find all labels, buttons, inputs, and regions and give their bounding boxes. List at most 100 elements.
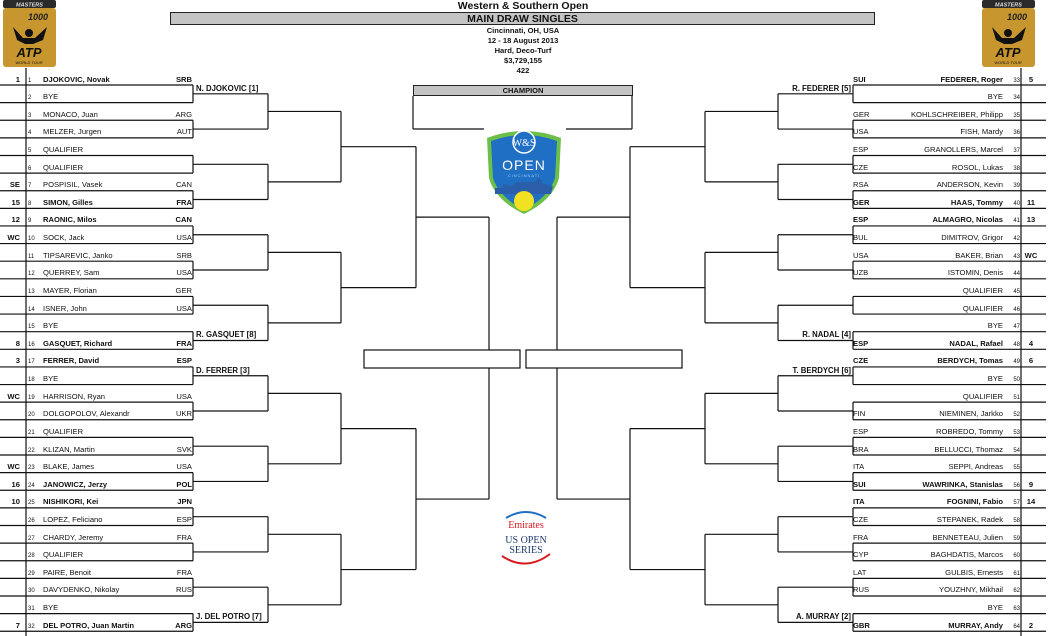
player-name: DIMITROV, Grigor [941,233,1003,243]
draw-number: 44 [1013,271,1020,278]
player-name: NADAL, Rafael [949,338,1003,348]
round2-winner: T. BERDYCH [6] [792,365,851,375]
player-name: ISNER, John [43,303,87,313]
player-name: QUALIFIER [43,550,84,560]
player-country: RSA [853,180,869,190]
player-country: CAN [175,215,192,225]
player-name: QUALIFIER [43,144,84,154]
player-name: BYE [43,92,59,102]
prize-money: $3,729,155 [503,56,542,65]
draw-number: 36 [1013,130,1020,137]
player-name: QUALIFIER [962,303,1003,313]
player-name: BYE [987,374,1003,384]
svg-text:1000: 1000 [28,12,48,22]
player-name: KOHLSCHREIBER, Philipp [910,109,1003,119]
atp-masters-logo-left: MASTERS 1000 ATP WORLD TOUR [3,0,56,67]
player-name: HAAS, Tommy [950,197,1003,207]
draw-number: 33 [1013,77,1020,84]
player-name: SEPPI, Andreas [948,462,1003,472]
player-name: STEPANEK, Radek [936,515,1003,524]
player-name: QUALIFIER [43,162,84,172]
draw-number: 1 [28,77,32,84]
draw-number: 7 [28,183,32,190]
player-country: ARG [175,109,192,119]
player-name: BYE [43,603,59,613]
player-country: BUL [853,233,868,243]
draw-number: 51 [1013,394,1020,401]
player-name: RAONIC, Milos [43,215,97,225]
player-country: SRB [175,74,192,84]
player-name: DAVYDENKO, Nikolay [43,585,120,595]
draw-number: 4 [28,130,32,137]
seed: 6 [1028,356,1034,366]
seed: 2 [1028,620,1034,630]
round2-winner: R. NADAL [4] [802,330,851,340]
player-name: DJOKOVIC, Novak [43,74,110,84]
player-country: RUS [175,585,192,595]
svg-text:OPEN: OPEN [502,157,546,173]
draw-number: 28 [28,553,35,560]
draw-number: 37 [1013,147,1020,154]
tournament-code: 422 [516,66,530,75]
seed: 10 [11,497,20,507]
player-country: FRA [853,532,869,542]
draw-number: 61 [1013,570,1020,577]
draw-number: 12 [28,271,35,278]
draw-number: 24 [28,482,35,489]
player-name: QUALIFIER [962,391,1003,401]
player-name: MELZER, Jurgen [43,127,102,137]
player-country: AUT [176,127,192,137]
draw-number: 6 [28,165,32,172]
player-country: LAT [853,567,867,577]
draw-number: 19 [28,394,35,401]
finalist-box [363,349,521,369]
seed: 12 [11,215,20,225]
player-country: GER [853,109,870,119]
player-country: FRA [176,338,192,348]
player-country: USA [176,233,192,243]
seed: 1 [15,74,20,84]
draw-number: 40 [1013,200,1020,207]
draw-number: 48 [1013,341,1020,348]
seed: 7 [15,620,20,630]
player-name: HARRISON, Ryan [43,391,106,401]
player-name: SOCK, Jack [43,233,85,243]
player-country: FRA [176,567,192,577]
draw-number: 58 [1013,518,1020,524]
player-country: ITA [853,462,865,472]
draw-number: 25 [28,500,35,507]
draw-number: 63 [1013,606,1020,613]
player-name: BYE [987,603,1003,613]
seed: 4 [1028,338,1034,348]
player-name: GRANOLLERS, Marcel [924,144,1003,154]
svg-text:MASTERS: MASTERS [16,3,43,9]
svg-text:MASTERS: MASTERS [995,3,1022,9]
draw-number: 18 [28,377,35,384]
draw-number: 11 [28,253,35,260]
player-name: LOPEZ, Feliciano [43,515,103,524]
draw-number: 64 [1013,623,1020,630]
draw-number: 46 [1013,306,1020,313]
player-country: CZE [853,356,869,366]
draw-number: 55 [1013,465,1020,472]
svg-text:CINCINNATI: CINCINNATI [508,173,541,178]
draw-number: 62 [1013,588,1020,595]
draw-number: 30 [28,588,35,595]
tournament-title: Western & Southern Open [457,0,589,12]
draw-number: 9 [28,218,32,225]
svg-text:W&S: W&S [513,138,536,149]
seed: 9 [1028,479,1034,489]
draw-number: 14 [28,306,35,313]
player-country: USA [176,303,192,313]
player-country: SUI [853,479,866,489]
player-country: SUI [853,74,866,84]
player-country: CZE [853,162,869,172]
player-country: UKR [175,409,192,419]
seed: 15 [11,197,20,207]
seed: 13 [1026,215,1036,225]
player-country: USA [176,462,192,472]
draw-number: 27 [28,535,35,542]
draw-title-bar: MAIN DRAW SINGLES [170,12,875,25]
player-country: CAN [175,180,192,190]
draw-number: 21 [28,429,35,436]
